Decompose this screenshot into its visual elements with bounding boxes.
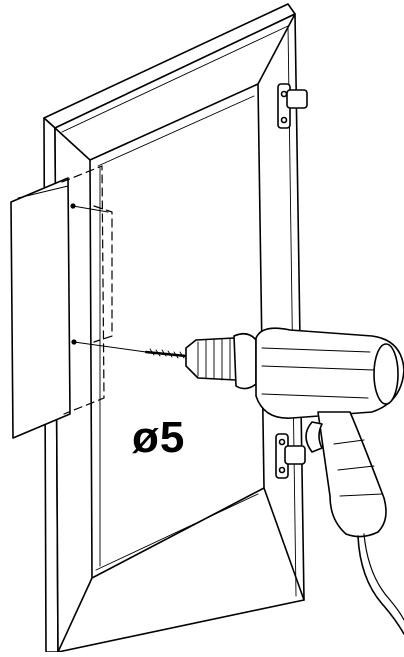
drill-handle-grip: [333, 439, 383, 497]
drilling-template: [10, 177, 71, 439]
drill-power-cord-edge: [363, 533, 404, 621]
bevel-line-inner-bottom: [95, 493, 259, 571]
drill-collar: [233, 332, 257, 390]
drill-body-line-1: [261, 347, 371, 353]
drill-body-line-2: [261, 365, 375, 371]
bevel-line-br: [263, 487, 305, 601]
drill-trigger: [305, 421, 323, 453]
hole-bottom-guide: [73, 341, 147, 353]
hinge-bottom-screw-1: [278, 438, 286, 446]
drill-power-cord: [357, 535, 404, 635]
hinge-bottom: [275, 433, 306, 479]
drill-bit-flutes: [149, 348, 185, 359]
hinge-bottom-screw-2: [278, 466, 286, 474]
hinge-top: [277, 83, 308, 129]
hole-top-guide: [72, 205, 109, 213]
template-outline-dashed: [61, 165, 105, 415]
bevel-line-inner-top: [97, 95, 255, 167]
bevel-line-bl: [57, 577, 93, 653]
drill-chuck-grip: [197, 337, 231, 381]
handle-outline-dashed: [93, 205, 113, 343]
template-projection: [61, 165, 113, 415]
template-edge-line: [17, 185, 69, 199]
drill-chuck: [185, 337, 241, 381]
drill-size-label: ø5: [132, 413, 186, 462]
drill-holes: [70, 203, 147, 353]
bevel-line-tl: [54, 127, 91, 161]
electric-drill: [144, 327, 404, 635]
drill-rear-cap: [373, 343, 399, 405]
drill-body-line-3: [261, 393, 369, 399]
hinge-top-screw-2: [280, 116, 288, 124]
drill-handle: [317, 411, 387, 538]
drill-bit: [144, 348, 188, 359]
hinge-top-arm: [286, 89, 308, 109]
template-board: [10, 177, 71, 439]
cabinet-door: [43, 3, 305, 653]
bevel-line-tr: [257, 13, 296, 85]
hinge-bottom-arm: [284, 445, 306, 465]
hinge-top-screw-1: [280, 90, 288, 98]
